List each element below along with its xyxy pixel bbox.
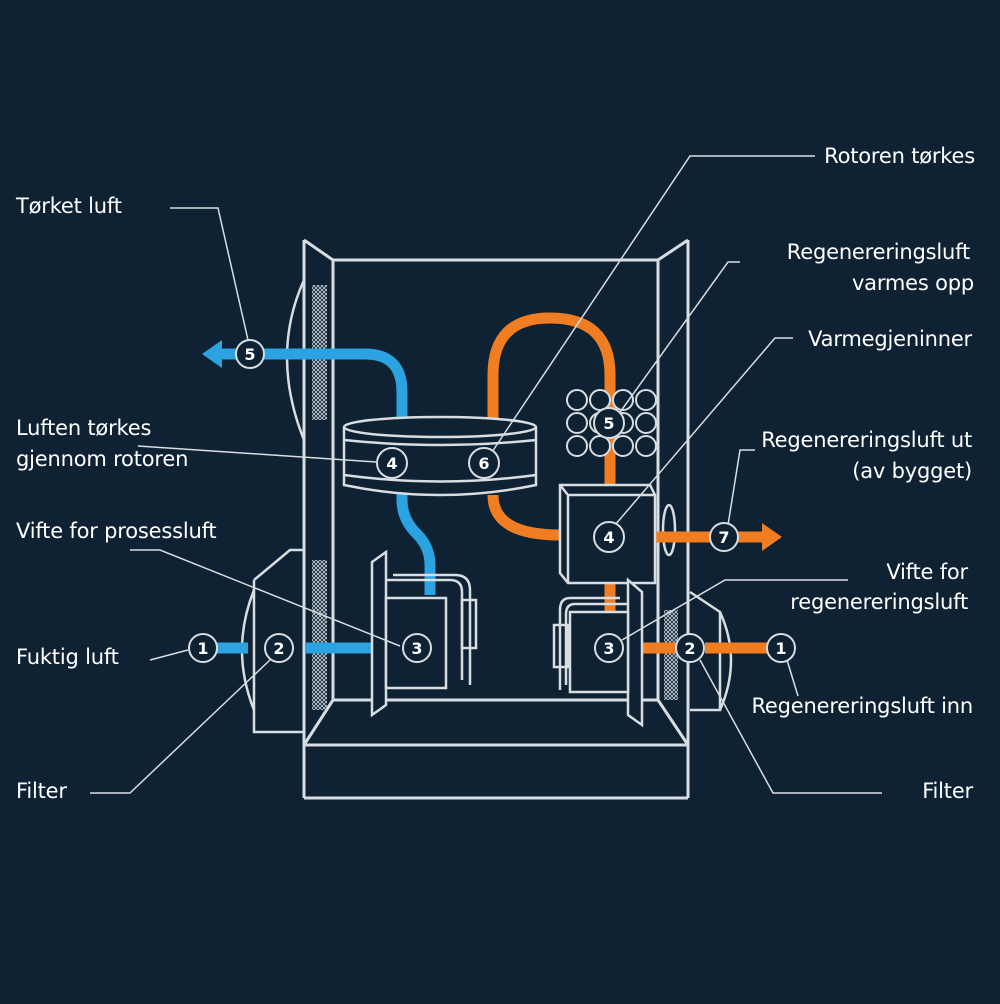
label-regen-ut-line2: (av bygget) (852, 459, 972, 483)
marker-process-filter: 2 (264, 633, 294, 663)
marker-label: 4 (603, 528, 614, 547)
marker-label: 1 (775, 639, 786, 658)
process-air-arrowhead (202, 340, 222, 368)
marker-label: 6 (478, 454, 489, 473)
marker-label: 3 (603, 639, 614, 658)
label-fuktig-luft: Fuktig luft (16, 645, 119, 669)
label-varmegjeninner: Varmegjeninner (808, 327, 972, 351)
regen-intake-dome (718, 611, 733, 711)
process-filter-mesh (312, 560, 327, 710)
regen-filter-mesh (664, 610, 678, 700)
regen-intake-hood (689, 590, 722, 712)
cabinet-base (302, 743, 690, 800)
label-filter-left: Filter (16, 779, 67, 803)
label-vifte-regen-line2: regenereringsluft (790, 590, 968, 614)
marker-regen-filter: 2 (675, 633, 705, 663)
marker-label: 2 (273, 639, 284, 658)
label-regen-varmes-line2: varmes opp (851, 271, 974, 295)
markers: 1 2 3 4 5 6 5 4 (188, 339, 796, 663)
leader-torket-luft (170, 207, 249, 341)
marker-heater: 5 (593, 407, 625, 439)
marker-process-out: 5 (235, 339, 265, 369)
label-vifte-regen-line1: Vifte for (886, 560, 968, 584)
label-filter-right: Filter (922, 779, 973, 803)
marker-label: 4 (386, 454, 397, 473)
leader-rotoren-torkes (491, 155, 815, 453)
label-luften-torkes-line1: Luften tørkes (16, 416, 152, 440)
process-intake-hood (252, 548, 304, 734)
label-regen-varmes-line1: Regenereringsluft (786, 240, 970, 264)
process-fan (370, 549, 478, 718)
leader-vifte-prosess (130, 549, 401, 647)
regen-loop-top (487, 312, 616, 485)
leader-regen-inn (786, 659, 799, 697)
leader-fuktig-luft (149, 649, 189, 661)
regen-outlet-ring (661, 503, 677, 557)
marker-heat-recovery: 4 (593, 521, 625, 553)
marker-process-in: 1 (188, 633, 218, 663)
leader-regen-varmes (617, 261, 740, 416)
leader-regen-ut (727, 449, 755, 526)
marker-label: 5 (603, 414, 614, 433)
marker-label: 2 (684, 639, 695, 658)
leader-filter-left (90, 659, 271, 794)
leader-vifte-regen (621, 579, 848, 641)
marker-process-fan: 3 (402, 633, 432, 663)
label-vifte-prosessluft: Vifte for prosessluft (16, 519, 217, 543)
leader-filter-right (699, 659, 882, 794)
marker-rotor-regen: 6 (468, 447, 500, 479)
marker-regen-out: 7 (709, 522, 739, 552)
process-air-path (213, 348, 436, 654)
leader-varmegjeninner (614, 337, 793, 526)
marker-label: 5 (244, 345, 255, 364)
label-luften-torkes-line2: gjennom rotoren (16, 447, 189, 471)
process-outlet-dome (285, 279, 306, 441)
cabinet-left-panel (302, 238, 335, 746)
regen-loop-bottom (487, 494, 561, 541)
regen-air-arrowhead (762, 523, 782, 551)
marker-rotor-process: 4 (376, 447, 408, 479)
marker-regen-in: 1 (766, 633, 796, 663)
marker-label: 7 (718, 528, 729, 547)
label-regen-ut-line1: Regenereringsluft ut (761, 428, 972, 452)
label-rotoren-torkes: Rotoren tørkes (824, 144, 975, 168)
leader-luften-torkes (137, 445, 377, 463)
marker-label: 1 (197, 639, 208, 658)
leader-lines (90, 155, 882, 794)
process-air-duct (222, 348, 436, 595)
marker-regen-fan: 3 (594, 633, 624, 663)
label-regen-inn: Regenereringsluft inn (751, 694, 973, 718)
marker-label: 3 (411, 639, 422, 658)
label-torket-luft: Tørket luft (16, 194, 122, 218)
